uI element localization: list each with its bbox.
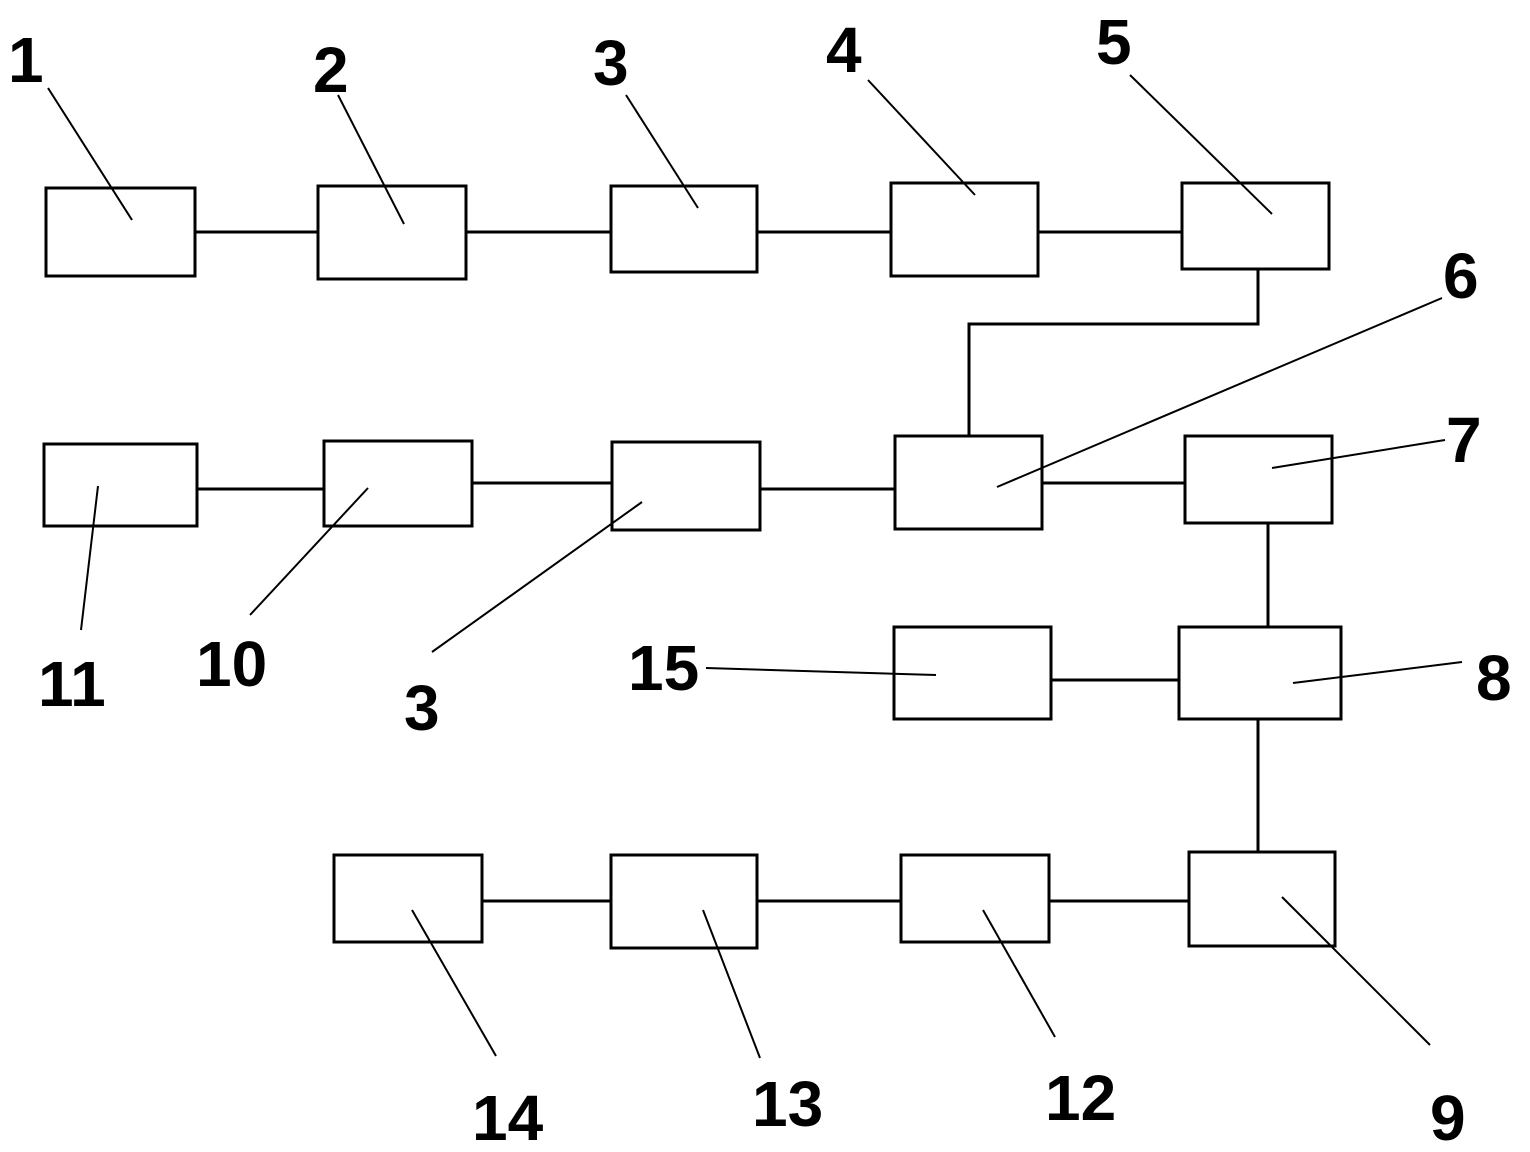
block-6: [893, 434, 1044, 531]
label-11: 11: [38, 648, 106, 720]
label-8: 8: [1476, 642, 1512, 714]
label-12: 12: [1045, 1062, 1116, 1134]
leader-5: [1129, 74, 1273, 215]
block-11: [42, 442, 199, 528]
leader-8: [1292, 661, 1463, 684]
leader-3-mid: [431, 501, 643, 653]
label-2: 2: [313, 34, 349, 106]
block-4: [889, 181, 1040, 278]
label-3-mid: 3: [404, 672, 440, 744]
label-7: 7: [1446, 404, 1482, 476]
label-4: 4: [826, 14, 862, 86]
label-10: 10: [196, 628, 267, 700]
block-8: [1177, 625, 1343, 721]
leader-1: [47, 87, 133, 221]
leader-6: [996, 297, 1443, 488]
label-15: 15: [628, 632, 699, 704]
leader-15: [705, 667, 937, 676]
block-10: [322, 439, 474, 528]
leader-9: [1281, 896, 1431, 1046]
leader-11: [80, 485, 99, 631]
block-12: [899, 853, 1051, 944]
block-3-top: [609, 184, 759, 274]
label-5: 5: [1096, 6, 1132, 78]
leader-13: [702, 909, 761, 1059]
leader-14: [411, 909, 497, 1057]
wire-5-6: [967, 269, 1260, 436]
block-3-mid: [610, 440, 762, 532]
label-3-top: 3: [593, 27, 629, 99]
block-14: [332, 853, 484, 944]
label-1: 1: [8, 24, 44, 96]
leader-2: [337, 94, 405, 225]
block-9: [1187, 850, 1337, 948]
block-5: [1180, 181, 1331, 271]
leader-4: [867, 79, 976, 196]
label-13: 13: [752, 1068, 823, 1140]
label-14: 14: [472, 1082, 544, 1152]
block-7: [1183, 434, 1334, 525]
leader-3-top: [625, 94, 699, 209]
block-13: [609, 853, 759, 950]
label-9: 9: [1430, 1082, 1466, 1152]
label-6: 6: [1443, 240, 1479, 312]
leader-12: [982, 909, 1056, 1038]
leader-10: [249, 487, 369, 616]
leader-7: [1271, 439, 1446, 469]
block-15: [892, 625, 1053, 721]
